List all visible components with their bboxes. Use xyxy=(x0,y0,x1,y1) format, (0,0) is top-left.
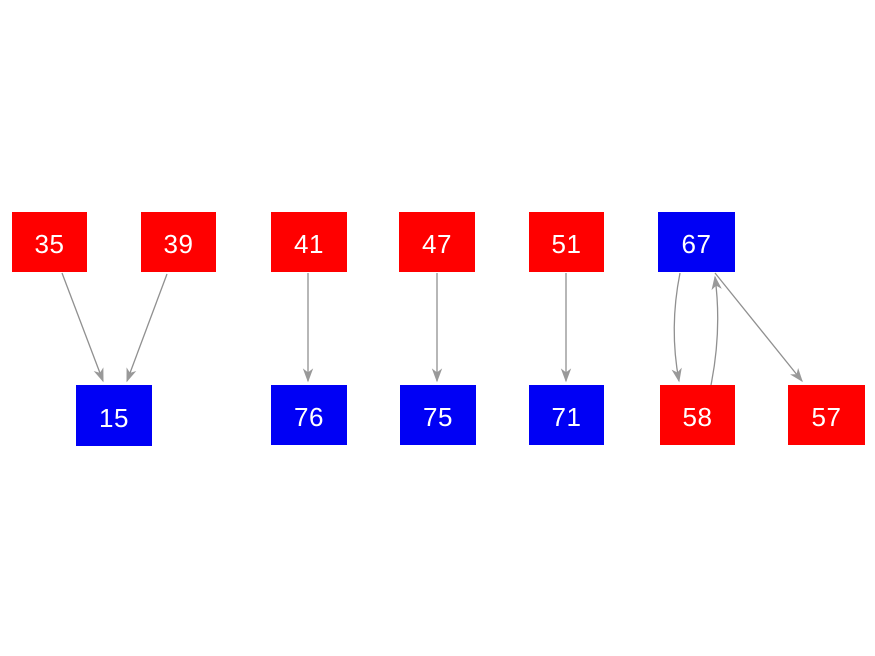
node-label: 41 xyxy=(294,229,324,259)
node-58[interactable]: 58 xyxy=(660,385,735,445)
node-15[interactable]: 15 xyxy=(76,385,152,446)
node-label: 15 xyxy=(99,402,129,433)
node-35[interactable]: 35 xyxy=(12,212,87,272)
node-label: 76 xyxy=(294,402,324,432)
node-76[interactable]: 76 xyxy=(271,385,347,445)
node-39[interactable]: 39 xyxy=(141,212,216,272)
node-51[interactable]: 51 xyxy=(529,212,604,272)
node-75[interactable]: 75 xyxy=(400,385,476,445)
node-label: 39 xyxy=(163,229,194,259)
edge-58-67 xyxy=(710,275,722,386)
node-71[interactable]: 71 xyxy=(529,385,604,445)
edge-67-57 xyxy=(714,272,803,383)
node-label: 58 xyxy=(682,402,713,432)
edge-39-15 xyxy=(126,273,168,383)
edge-67-58 xyxy=(671,272,682,383)
node-label: 71 xyxy=(551,402,582,432)
node-label: 47 xyxy=(422,229,452,259)
node-41[interactable]: 41 xyxy=(271,212,347,272)
node-57[interactable]: 57 xyxy=(788,385,865,445)
node-67[interactable]: 67 xyxy=(658,212,735,272)
node-label: 51 xyxy=(551,229,582,259)
node-label: 67 xyxy=(681,229,712,259)
node-label: 57 xyxy=(811,402,842,432)
node-label: 75 xyxy=(423,402,453,432)
node-label: 35 xyxy=(34,229,65,259)
edge-35-15 xyxy=(61,272,104,383)
node-47[interactable]: 47 xyxy=(399,212,475,272)
